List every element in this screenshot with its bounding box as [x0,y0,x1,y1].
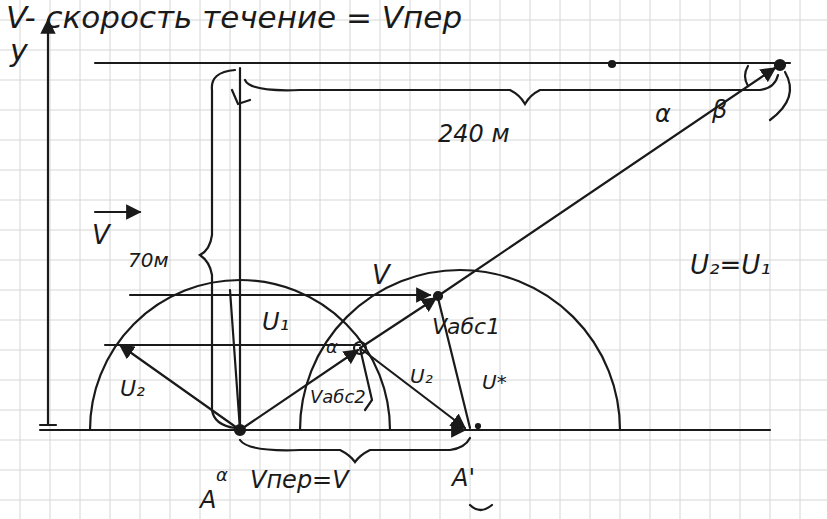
handwritten-label: 240 м [438,122,510,146]
handwritten-label: U₂=U₁ [690,252,771,278]
handwritten-label: A' [452,466,475,490]
handwritten-label: U₂ [410,366,433,386]
handwritten-label: V [92,222,110,248]
handwritten-label: A [200,488,216,512]
handwritten-label: V- скорость течение = Vпер [6,2,462,33]
handwritten-label: U₁ [262,310,289,334]
handwritten-label: Vпер=V [250,468,349,492]
handwritten-label: 70м [128,250,169,270]
handwritten-label: V [372,262,390,288]
handwritten-label: U₂ [120,378,145,400]
handwritten-label: y [10,36,28,66]
handwritten-label: α [326,338,338,356]
handwritten-label: β [712,98,727,122]
handwritten-label: α [655,102,671,126]
handwritten-label: α [216,466,228,484]
handwritten-label: Vабс2 [310,388,366,406]
handwritten-label: U* [482,372,507,392]
handwritten-label: Vабс1 [432,316,500,338]
